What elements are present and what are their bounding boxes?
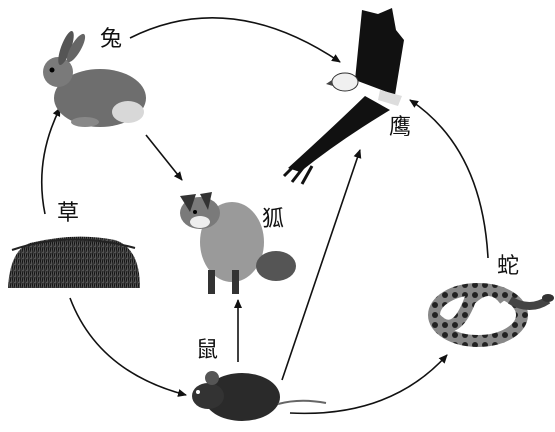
arrow-mouse-to-snake xyxy=(290,355,447,413)
label-snake: 蛇 xyxy=(497,256,519,278)
arrow-rabbit-to-eagle xyxy=(130,18,340,62)
snake-picture xyxy=(434,289,554,341)
arrow-snake-to-eagle xyxy=(410,100,488,258)
arrow-rabbit-to-fox xyxy=(146,135,182,180)
label-rabbit: 兔 xyxy=(100,29,122,51)
label-grass: 草 xyxy=(57,203,79,225)
arrow-grass-to-mouse xyxy=(70,298,186,395)
label-eagle: 鹰 xyxy=(389,117,411,139)
eagle-picture xyxy=(284,8,404,184)
label-fox: 狐 xyxy=(262,209,284,231)
label-mouse: 鼠 xyxy=(196,340,218,362)
grass-picture xyxy=(8,237,140,288)
arrow-grass-to-rabbit xyxy=(42,108,60,214)
